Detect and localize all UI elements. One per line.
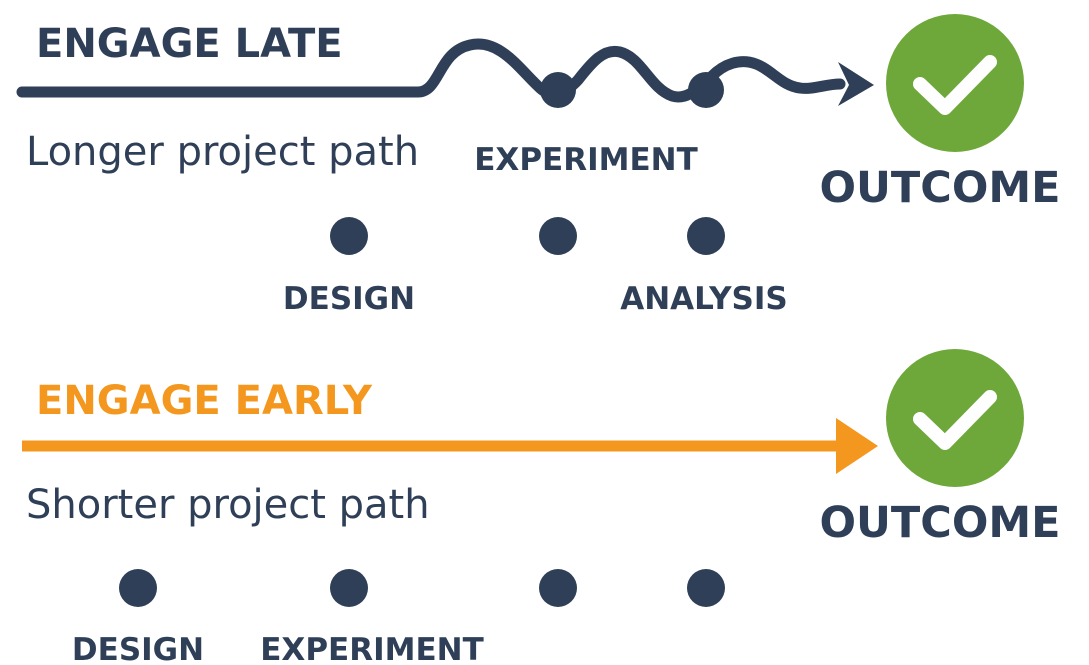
- early-arrowhead: [836, 418, 878, 474]
- late-stage-dot-2: [539, 217, 577, 255]
- early-stage-dot-1: [119, 569, 157, 607]
- late-check-circle-icon: [886, 14, 1024, 152]
- early-outcome-label: OUTCOME: [819, 498, 1060, 548]
- late-outcome-label: OUTCOME: [819, 163, 1060, 213]
- late-path-node-1: [540, 72, 576, 108]
- late-path-node-2: [688, 72, 724, 108]
- early-stage-design: DESIGN: [72, 632, 204, 665]
- late-stage-dot-3: [687, 217, 725, 255]
- early-stage-experiment: EXPERIMENT: [260, 632, 484, 665]
- late-stage-experiment: EXPERIMENT: [474, 142, 698, 178]
- late-stage-dot-1: [330, 217, 368, 255]
- early-stage-dot-2: [330, 569, 368, 607]
- early-stage-dot-3: [539, 569, 577, 607]
- late-heading: ENGAGE LATE: [36, 21, 343, 67]
- early-check-circle-icon: [886, 349, 1024, 487]
- late-subtitle: Longer project path: [26, 129, 419, 175]
- early-stage-dot-4: [687, 569, 725, 607]
- early-heading: ENGAGE EARLY: [36, 378, 373, 424]
- late-section: ENGAGE LATE Longer project path EXPERIME…: [16, 14, 1061, 317]
- early-subtitle: Shorter project path: [26, 482, 430, 528]
- late-stage-analysis: ANALYSIS: [620, 281, 788, 317]
- late-wavy-path: [16, 38, 846, 103]
- late-arrowhead: [838, 62, 874, 106]
- late-stage-design: DESIGN: [283, 281, 415, 317]
- early-section: ENGAGE EARLY Shorter project path DESIGN…: [22, 349, 1061, 665]
